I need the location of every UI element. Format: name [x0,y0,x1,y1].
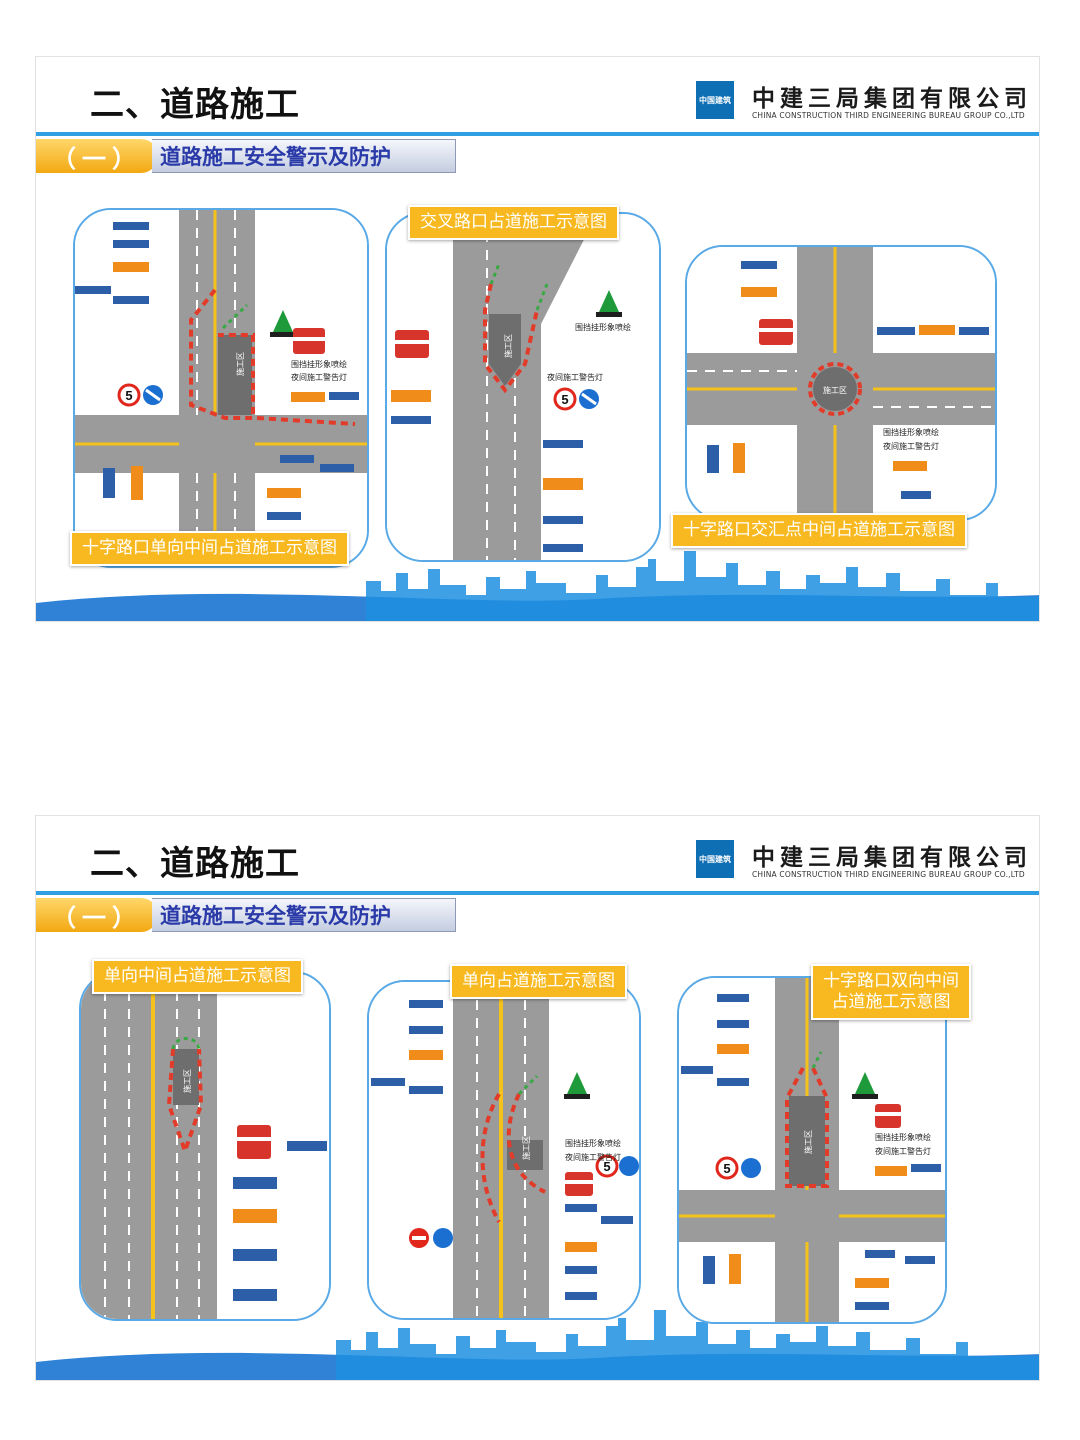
diagram-panel: 5 施工区 围挡挂形象喷绘 夜间施工警告灯 [73,208,369,568]
barrier-icon [237,1125,271,1159]
note-label: 夜间施工警告灯 [547,372,603,382]
diagram-panel: 5 施工区 围挡挂形象喷绘 夜间施工警告灯 [385,212,661,562]
speed-limit-sign-icon [117,383,141,407]
no-entry-sign-icon [433,1228,453,1248]
construction-zone-label: 施工区 [235,352,245,376]
intersection-single-direction-diagram: 5 施工区 围挡挂形象喷绘 夜间施工警告灯 [75,210,367,566]
svg-text:5: 5 [561,392,568,407]
diagram-caption: 十字路口双向中间 占道施工示意图 [811,964,971,1020]
traffic-cone-icon [567,1072,587,1094]
diagram-caption: 十字路口单向中间占道施工示意图 [70,531,349,566]
no-entry-sign-icon [741,1158,761,1178]
diagram-panel: 施工区 [79,971,331,1321]
section-title: 道路施工安全警示及防护 [152,898,456,932]
note-label: 围挡挂形象喷绘 [565,1138,621,1148]
diagram-caption: 交叉路口占道施工示意图 [408,205,619,240]
diagram-panel: 5 施工区 围挡挂形象喷绘 夜间施工警告灯 [677,976,947,1324]
note-label: 夜间施工警告灯 [883,441,939,451]
construction-zone [218,335,252,415]
city-skyline-decoration [36,1310,1039,1380]
diagram-panel: 5 施工区 围挡挂形象喷绘 夜间施工警告灯 [367,980,641,1320]
slide-title: 二、道路施工 [90,85,300,125]
intersection-two-way-center-diagram: 5 施工区 围挡挂形象喷绘 夜间施工警告灯 [679,978,945,1322]
svg-text:5: 5 [125,388,132,403]
single-direction-center-diagram: 施工区 [81,973,329,1319]
section-title: 道路施工安全警示及防护 [152,139,456,173]
diagram-caption: 十字路口交汇点中间占道施工示意图 [671,513,967,548]
speed-limit-sign-icon [715,1156,739,1180]
slide-title: 二、道路施工 [90,844,300,884]
note-label: 围挡挂形象喷绘 [291,359,347,369]
construction-zone-label: 施工区 [503,334,513,358]
note-label: 围挡挂形象喷绘 [575,322,631,332]
header-divider [36,891,1039,895]
svg-text:5: 5 [723,1161,730,1176]
slide-1: 二、道路施工 中国建筑 中建三局集团有限公司 CHINA CONSTRUCTIO… [35,56,1040,622]
construction-zone [813,367,857,411]
crossroad-occupation-diagram: 5 施工区 围挡挂形象喷绘 夜间施工警告灯 [387,214,659,560]
company-name-cn: 中建三局集团有限公司 [752,86,1032,112]
note-label: 夜间施工警告灯 [875,1146,931,1156]
construction-zone [789,1096,825,1186]
company-logo-icon: 中国建筑 [696,81,734,119]
slide-2: 二、道路施工 中国建筑 中建三局集团有限公司 CHINA CONSTRUCTIO… [35,815,1040,1381]
construction-zone-label: 施工区 [803,1130,813,1154]
speed-limit-sign-icon [595,1154,619,1178]
diagram-caption: 单向中间占道施工示意图 [92,959,303,994]
section-number: （一） [36,898,158,932]
diagram-panel: 施工区 围挡挂形象喷绘 夜间施工警告灯 [685,245,997,521]
company-logo-icon: 中国建筑 [696,840,734,878]
diagram-caption: 单向占道施工示意图 [450,964,627,999]
company-name-en: CHINA CONSTRUCTION THIRD ENGINEERING BUR… [752,870,1025,879]
city-skyline-decoration [36,551,1039,621]
section-number: （一） [36,139,158,173]
no-entry-sign-icon [619,1156,639,1176]
intersection-center-occupation-diagram: 施工区 围挡挂形象喷绘 夜间施工警告灯 [687,247,995,519]
svg-text:5: 5 [603,1159,610,1174]
construction-zone-label: 施工区 [521,1136,531,1160]
speed-limit-sign-icon [553,387,577,411]
traffic-cone-icon [599,290,619,312]
company-name-cn: 中建三局集团有限公司 [752,845,1032,871]
traffic-cone-icon [855,1072,875,1094]
note-label: 夜间施工警告灯 [291,372,347,382]
construction-zone-label: 施工区 [182,1069,192,1093]
single-direction-occupation-diagram: 5 施工区 围挡挂形象喷绘 夜间施工警告灯 [369,982,639,1318]
construction-zone [173,1049,199,1105]
traffic-cone-icon [273,310,293,332]
construction-zone-label: 施工区 [823,385,847,395]
company-name-en: CHINA CONSTRUCTION THIRD ENGINEERING BUR… [752,111,1025,120]
header-divider [36,132,1039,136]
note-label: 围挡挂形象喷绘 [875,1132,931,1142]
note-label: 围挡挂形象喷绘 [883,427,939,437]
note-label: 夜间施工警告灯 [565,1152,621,1162]
construction-zone [489,314,521,386]
